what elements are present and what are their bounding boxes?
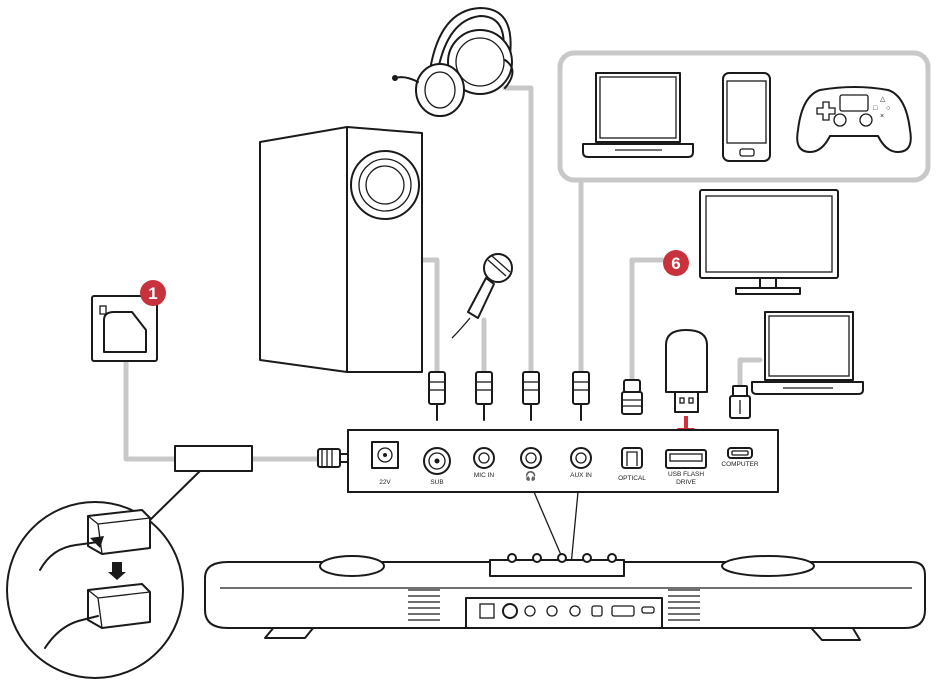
step-badge-1 bbox=[140, 280, 166, 306]
laptop-icon bbox=[751, 311, 864, 395]
gamepad-icon: △ □ ○ × bbox=[796, 86, 912, 153]
port-label-mic: MIC IN bbox=[474, 472, 495, 479]
laptop-icon bbox=[582, 72, 694, 158]
tv-icon bbox=[699, 189, 839, 295]
svg-text:×: × bbox=[880, 113, 884, 120]
computer-cable bbox=[737, 357, 763, 389]
headphone-cable bbox=[502, 85, 534, 375]
svg-text:○: ○ bbox=[886, 105, 890, 112]
step-badge-1-label: 1 bbox=[148, 284, 157, 303]
subwoofer-icon bbox=[259, 126, 423, 373]
sub-cable bbox=[419, 257, 440, 375]
port-label-optical: OPTICAL bbox=[618, 475, 646, 482]
cables bbox=[123, 85, 763, 462]
wall-outlet-icon bbox=[91, 295, 158, 362]
plug-heads bbox=[428, 371, 751, 421]
power-cable bbox=[123, 359, 178, 462]
port-label-usb-2: DRIVE bbox=[676, 479, 697, 486]
svg-text:□: □ bbox=[873, 105, 878, 112]
headphone-port-icon: 🎧 bbox=[525, 470, 536, 482]
port-label-computer: COMPUTER bbox=[721, 461, 759, 468]
port-label-usb-1: USB FLASH bbox=[668, 471, 704, 478]
usb-flash-drive-icon bbox=[665, 329, 708, 413]
adapter-zoom-callout bbox=[6, 501, 184, 679]
rear-panel: 22V SUB MIC IN 🎧 AUX IN OPTICAL USB FLAS… bbox=[347, 429, 779, 493]
step-badge-6-label: 6 bbox=[671, 254, 680, 273]
svg-text:△: △ bbox=[880, 96, 886, 103]
step-badge-6 bbox=[663, 250, 689, 276]
optical-cable bbox=[629, 257, 665, 383]
microphone-icon bbox=[451, 253, 513, 339]
port-label-sub: SUB bbox=[430, 479, 443, 486]
port-label-power: 22V bbox=[379, 479, 391, 486]
soundbar-icon bbox=[204, 553, 926, 641]
headphones-icon bbox=[392, 7, 514, 117]
smartphone-icon bbox=[722, 72, 771, 162]
port-label-aux: AUX IN bbox=[570, 472, 592, 479]
